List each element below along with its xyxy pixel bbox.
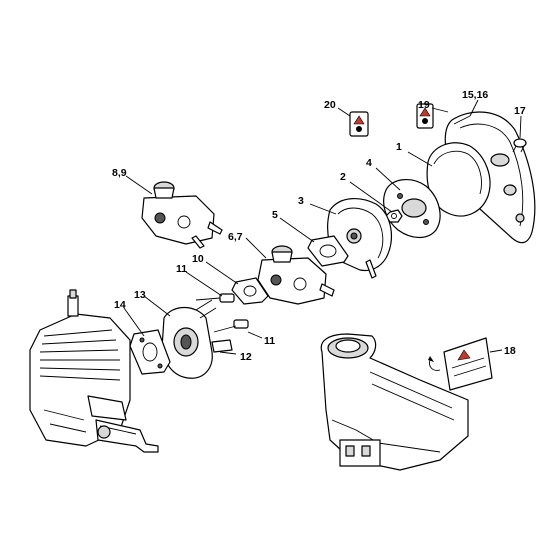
- leader-14: [124, 308, 144, 336]
- screw-11-upper[interactable]: [196, 294, 234, 302]
- leader-10: [206, 262, 238, 284]
- callout-3: 3: [298, 195, 304, 207]
- leader-5: [280, 218, 314, 242]
- callout-12: 12: [240, 351, 252, 363]
- spring-12[interactable]: [212, 340, 232, 352]
- leader-19: [432, 108, 448, 112]
- engine-cylinder: [30, 290, 158, 452]
- callout-14: 14: [114, 299, 126, 311]
- callout-13: 13: [134, 289, 146, 301]
- carburetor-upper[interactable]: [142, 182, 222, 248]
- callout-4: 4: [366, 157, 372, 169]
- callout-1: 1: [396, 141, 402, 153]
- leader-89: [126, 176, 152, 194]
- leader-12: [220, 352, 236, 354]
- callout-8-9: 8,9: [112, 167, 127, 179]
- decal-18[interactable]: [428, 338, 492, 390]
- callout-19: 19: [418, 99, 430, 111]
- leader-13: [144, 296, 170, 316]
- leader-17: [520, 116, 521, 138]
- callout-15-16: 15,16: [462, 89, 488, 101]
- leader-11a: [186, 272, 222, 296]
- callout-18: 18: [504, 345, 516, 357]
- callout-5: 5: [272, 209, 278, 221]
- screw-11-lower[interactable]: [214, 320, 248, 332]
- leader-20: [338, 108, 350, 116]
- callout-10: 10: [192, 253, 204, 265]
- callout-17: 17: [514, 105, 526, 117]
- intake-manifold[interactable]: [162, 300, 216, 378]
- callout-6-7: 6,7: [228, 231, 243, 243]
- callout-11-upper: 11: [176, 263, 187, 275]
- callout-20: 20: [324, 99, 336, 111]
- carburetor-box[interactable]: [328, 199, 392, 278]
- leader-67: [246, 238, 266, 258]
- leader-11b: [248, 332, 262, 338]
- callout-11-lower: 11: [264, 335, 275, 347]
- leader-18: [490, 350, 502, 352]
- callout-2: 2: [340, 171, 346, 183]
- decal-20[interactable]: [350, 112, 368, 136]
